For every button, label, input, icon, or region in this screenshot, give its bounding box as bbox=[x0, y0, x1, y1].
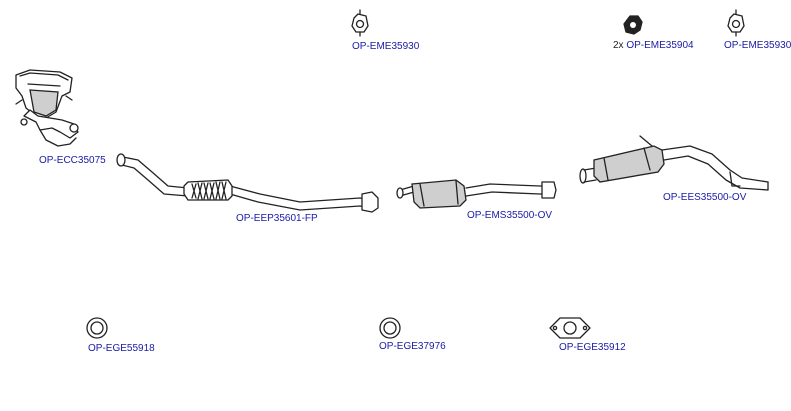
gasket-c-drawing[interactable] bbox=[549, 317, 591, 339]
mount-a-drawing[interactable] bbox=[351, 9, 369, 37]
gasket-b-drawing[interactable] bbox=[379, 317, 401, 339]
gasket-a-label[interactable]: OP-EGE55918 bbox=[88, 343, 155, 354]
gasket-a-drawing[interactable] bbox=[86, 317, 108, 339]
mount-c-drawing[interactable] bbox=[727, 9, 745, 37]
mount-b-drawing[interactable] bbox=[623, 15, 643, 35]
gasket-b-label[interactable]: OP-EGE37976 bbox=[379, 341, 446, 352]
rear-silencer-drawing[interactable] bbox=[579, 135, 769, 191]
catalyst-label[interactable]: OP-ECC35075 bbox=[39, 155, 106, 166]
mount-b-label[interactable]: 2x OP-EME35904 bbox=[613, 40, 694, 52]
mount-c-label[interactable]: OP-EME35930 bbox=[724, 40, 791, 51]
mount-b-code[interactable]: OP-EME35904 bbox=[626, 40, 694, 51]
mount-a-label[interactable]: OP-EME35930 bbox=[352, 41, 420, 52]
rear-silencer-label[interactable]: OP-EES35500-OV bbox=[663, 192, 747, 203]
front-pipe-drawing[interactable] bbox=[116, 153, 379, 213]
front-pipe-label[interactable]: OP-EEP35601-FP bbox=[236, 213, 318, 224]
catalyst-drawing[interactable] bbox=[15, 69, 79, 147]
mount-b-quantity: 2x bbox=[613, 40, 624, 51]
gasket-c-label[interactable]: OP-EGE35912 bbox=[559, 342, 626, 353]
middle-silencer-drawing[interactable] bbox=[396, 179, 557, 209]
middle-silencer-label[interactable]: OP-EMS35500-OV bbox=[467, 210, 553, 221]
